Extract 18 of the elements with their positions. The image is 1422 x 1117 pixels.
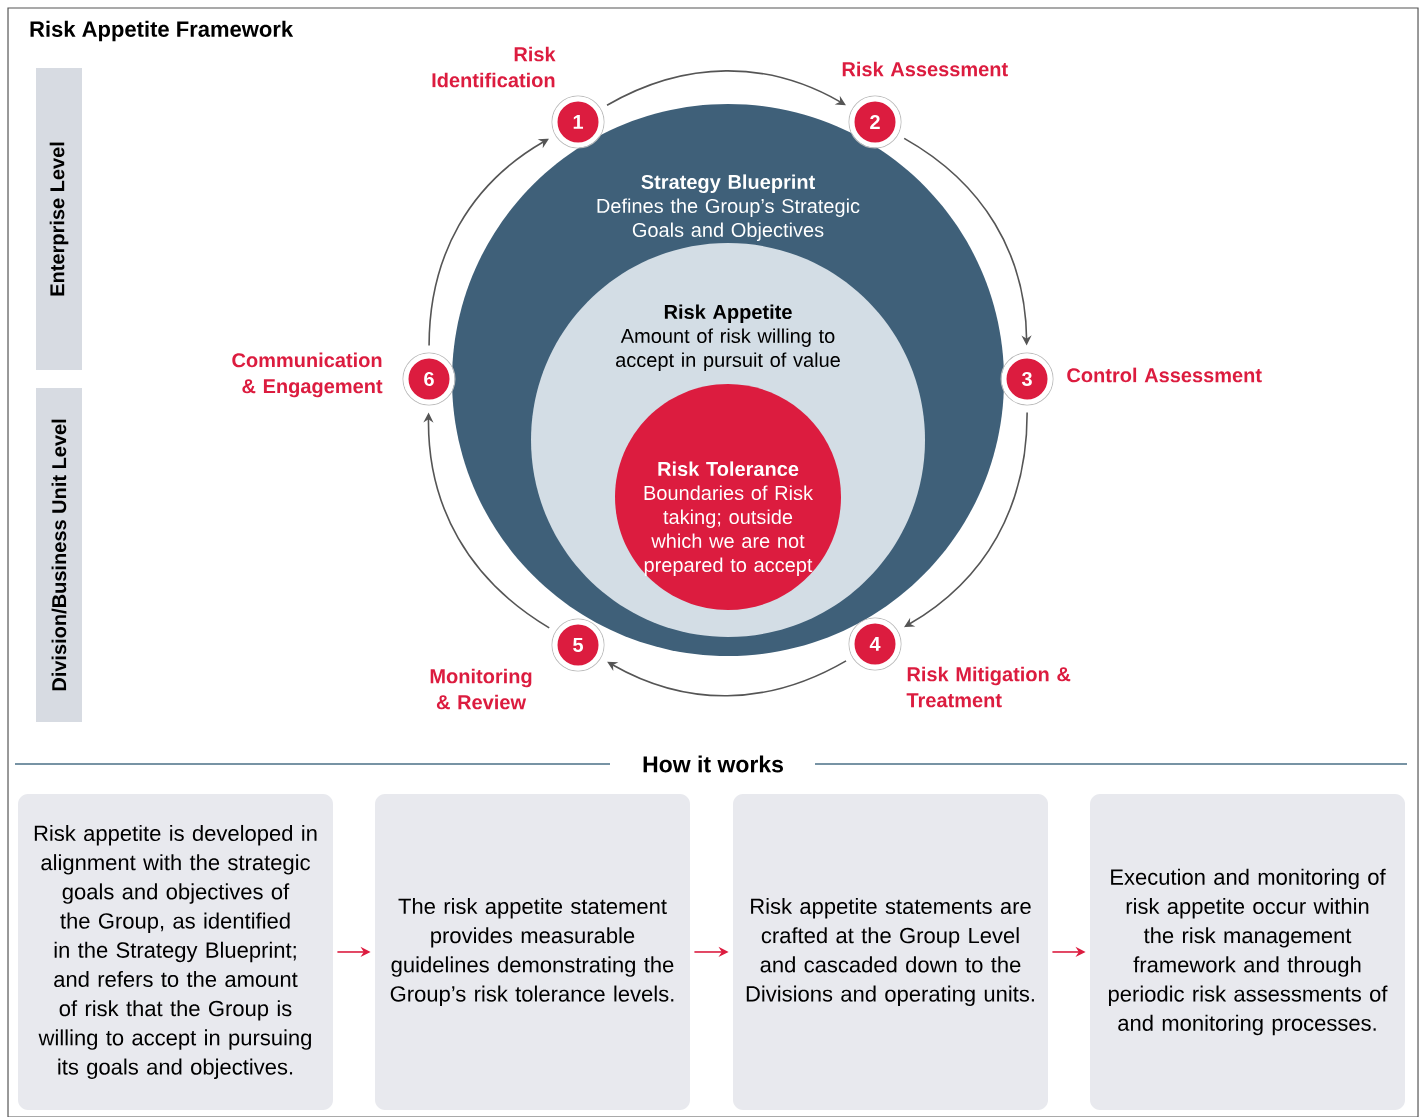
level-band: Division/Business Unit Level [36,388,82,722]
step-label: Communication & Engagement [232,352,383,398]
text-box: The risk appetite statement provides measurable guidelines demonstrating the Group’s risk tolerance levels. [375,794,690,1110]
step-label: Risk Mitigation & Treatment [906,666,1071,708]
arrow [606,70,846,107]
step-label: Monitoring & Review [430,668,532,710]
level-band: Enterprise Level [36,68,82,370]
step-label: Risk Assessment [842,61,1008,77]
title: Risk Appetite Framework [30,20,294,42]
text-box: Risk appetite statements are crafted at the Group Level and cascaded down to the Divisions and operating units. [733,794,1048,1110]
step-label: Risk Identification [432,46,556,88]
arrow [428,138,549,347]
step-label: Control Assessment [1067,367,1262,383]
arrow [607,660,847,697]
text-box: Execution and monitoring of risk appetite occur within the risk management framework and through periodic risk assessments of and monitoring processes. [1090,794,1405,1110]
section-heading: How it works [643,755,783,773]
arrow [904,411,1028,628]
text-box: Risk appetite is developed in alignment with the strategic goals and objectives of the Group, as identified in the Strategy Blueprint; and refers to the amount of risk that the Group is willing to accept in pursuing its goals and objectives. [18,794,333,1110]
